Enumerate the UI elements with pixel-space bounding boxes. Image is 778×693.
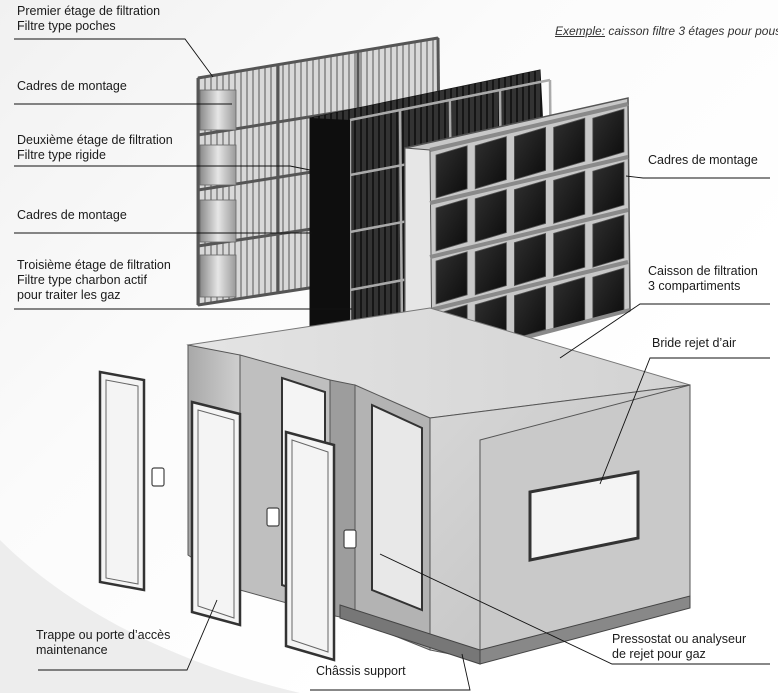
carbon-filter-cell xyxy=(474,136,507,190)
label-frames-1: Cadres de montage xyxy=(17,79,127,94)
example-prefix: Exemple: xyxy=(555,24,606,38)
example-line2: pour poussière et gaz xyxy=(727,24,778,38)
label-stage2-line2: Filtre type rigide xyxy=(17,148,106,162)
label-door-line1: Trappe ou porte d’accès xyxy=(36,628,171,642)
label-frames-right: Cadres de montage xyxy=(648,153,758,168)
carbon-filter-cell xyxy=(474,242,507,296)
label-pressostat-line2: de rejet pour gaz xyxy=(612,647,706,661)
label-flange-text: Bride rejet d’air xyxy=(652,336,737,350)
label-door: Trappe ou porte d’accès maintenance xyxy=(36,628,170,658)
label-housing-line2: 3 compartiments xyxy=(648,279,741,293)
carbon-filter-cell xyxy=(592,108,625,162)
label-stage1: Premier étage de filtration Filtre type … xyxy=(17,4,160,34)
label-stage3-line1: Troisième étage de filtration xyxy=(17,258,171,272)
carbon-filter-cell xyxy=(435,145,468,199)
label-stage3-line2: Filtre type charbon actif xyxy=(17,273,147,287)
label-housing: Caisson de filtration 3 compartiments xyxy=(648,264,758,294)
carbon-filter-cell xyxy=(592,161,625,215)
carbon-filter-cell xyxy=(514,179,546,234)
label-frames-1-text: Cadres de montage xyxy=(17,79,127,93)
label-chassis: Châssis support xyxy=(316,664,406,679)
label-pressostat: Pressostat ou analyseur de rejet pour ga… xyxy=(612,632,746,662)
example-line1: caisson filtre 3 étages xyxy=(605,24,725,38)
carbon-filter-cell xyxy=(553,170,586,224)
label-frames-2-text: Cadres de montage xyxy=(17,208,127,222)
label-frames-right-text: Cadres de montage xyxy=(648,153,758,167)
label-stage1-line2: Filtre type poches xyxy=(17,19,116,33)
carbon-filter-cell xyxy=(553,223,586,277)
label-stage3-line3: pour traiter les gaz xyxy=(17,288,121,302)
label-stage1-line1: Premier étage de filtration xyxy=(17,4,161,18)
label-flange: Bride rejet d’air xyxy=(652,336,736,351)
carbon-filter-cell xyxy=(435,251,468,305)
label-stage2-line1: Deuxième étage de filtration xyxy=(17,133,173,147)
carbon-filter-cell xyxy=(514,285,546,340)
label-stage3: Troisième étage de filtration Filtre typ… xyxy=(17,258,171,303)
background-swoosh xyxy=(0,540,300,693)
carbon-filter-cell xyxy=(474,189,507,243)
label-pressostat-line1: Pressostat ou analyseur xyxy=(612,632,747,646)
leader-lines xyxy=(14,38,770,691)
carbon-filter-cell xyxy=(592,214,625,268)
label-chassis-text: Châssis support xyxy=(316,664,406,678)
access-doors xyxy=(98,370,336,662)
label-housing-line1: Caisson de filtration xyxy=(648,264,758,278)
carbon-filter-cell xyxy=(514,232,546,287)
example-caption: Exemple: caisson filtre 3 étages pour po… xyxy=(555,24,778,39)
carbon-filter-cell xyxy=(435,198,468,252)
carbon-filter-cell xyxy=(553,117,586,171)
filter-housing xyxy=(186,307,691,665)
label-stage2: Deuxième étage de filtration Filtre type… xyxy=(17,133,173,163)
carbon-filter-cell xyxy=(514,126,546,181)
label-door-line2: maintenance xyxy=(36,643,108,657)
label-frames-2: Cadres de montage xyxy=(17,208,127,223)
pressure-switches xyxy=(151,467,357,549)
carbon-filter-bank xyxy=(404,97,631,366)
